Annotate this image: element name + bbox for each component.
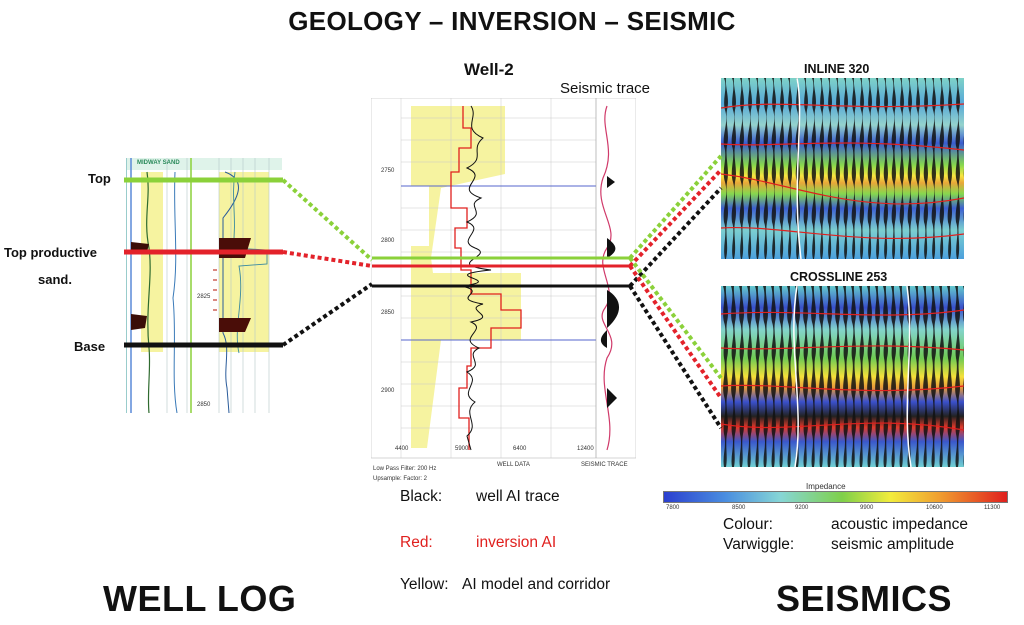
inversion-axis-tick: 5900	[455, 446, 469, 452]
legend-value: inversion AI	[476, 534, 557, 551]
colorbar-tick: 9200	[795, 505, 809, 511]
inline-title: INLINE 320	[804, 62, 870, 76]
legend-value: acoustic impedance	[831, 516, 968, 533]
inversion-panel: 2750 2800 2850 2900 4400 5900 6400 12400…	[371, 98, 636, 488]
legend-row-black: Black: well AI trace	[400, 488, 700, 508]
well-log-depth-label: 2850	[197, 402, 211, 408]
marker-label-base: Base	[74, 339, 106, 354]
legend-key: Black:	[400, 488, 443, 505]
crossline-section[interactable]	[721, 286, 964, 467]
colorbar-tick: 9900	[860, 505, 874, 511]
colorbar-title: Impedance	[806, 482, 846, 491]
well-log-panel: MIDWAY SAND 2825 2850	[126, 158, 282, 413]
colorbar-tick: 11300	[984, 505, 1001, 511]
colorbar-tick: 10600	[926, 505, 943, 511]
colorbar-tick: 8500	[732, 505, 746, 511]
top-connector-inline	[628, 154, 723, 260]
inversion-depth-label: 2750	[381, 168, 395, 174]
inversion-axis-tick: 4400	[395, 446, 409, 452]
seismic-trace-label: Seismic trace	[560, 80, 651, 97]
top-connector-left	[281, 178, 374, 262]
legend-row-varwiggle: Varwiggle: seismic amplitude	[723, 536, 1023, 556]
marker-label-top: Top	[88, 171, 111, 186]
legend-key: Varwiggle:	[723, 536, 795, 553]
legend-row-colour: Colour: acoustic impedance	[723, 516, 1023, 536]
inversion-depth-label: 2900	[381, 388, 395, 394]
well-log-depth-label: 2825	[197, 294, 211, 300]
well-data-label: WELL DATA	[497, 462, 530, 468]
crossline-title: CROSSLINE 253	[790, 270, 888, 284]
legend-value: seismic amplitude	[831, 536, 955, 553]
legend-value: well AI trace	[476, 488, 560, 505]
well-log-header: MIDWAY SAND	[137, 160, 180, 166]
inline-section[interactable]	[721, 78, 964, 259]
base-connector-crossline	[628, 284, 723, 430]
crossline-overlay	[721, 286, 964, 467]
inline-overlay	[721, 78, 964, 259]
legend-key: Colour:	[723, 516, 773, 533]
inversion-depth-label: 2800	[381, 238, 395, 244]
top-productive-connector-left	[282, 250, 373, 268]
legend-left: Black: well AI trace Red: inversion AI Yel…	[400, 488, 700, 596]
well-log-caption: WELL LOG	[103, 578, 297, 619]
inversion-graphic	[371, 98, 636, 459]
colorbar-tick: 7800	[666, 505, 680, 511]
marker-label-top-productive: Top productive	[4, 245, 97, 260]
legend-row-yellow: Yellow: AI model and corridor	[400, 576, 700, 596]
inversion-footnote: Low Pass Filter: 200 Hz	[373, 466, 437, 472]
base-connector-inline	[628, 186, 723, 288]
impedance-colorbar	[663, 491, 1008, 503]
marker-label-top-productive-sand: sand.	[38, 272, 72, 287]
legend-key: Yellow:	[400, 576, 449, 593]
top-connector-crossline	[628, 256, 723, 380]
well-log-graphic	[127, 158, 282, 413]
well-name: Well-2	[464, 60, 514, 79]
inversion-axis-tick: 12400	[577, 446, 594, 452]
legend-key: Red:	[400, 534, 433, 551]
inversion-footnote: Upsample: Factor: 2	[373, 476, 428, 482]
inversion-axis-tick: 6400	[513, 446, 527, 452]
legend-right: Colour: acoustic impedance Varwiggle: seis…	[723, 516, 1023, 556]
seismics-caption: SEISMICS	[776, 578, 953, 619]
page-title: GEOLOGY – INVERSION – SEISMIC	[288, 6, 736, 36]
top-productive-connector-inline	[628, 168, 723, 268]
top-productive-connector-crossline	[628, 264, 723, 400]
legend-row-red: Red: inversion AI	[400, 534, 700, 554]
legend-value: AI model and corridor	[462, 576, 611, 593]
inversion-depth-label: 2850	[381, 310, 395, 316]
base-connector-left	[281, 282, 374, 347]
seismic-trace-axis-label: SEISMIC TRACE	[581, 462, 628, 468]
